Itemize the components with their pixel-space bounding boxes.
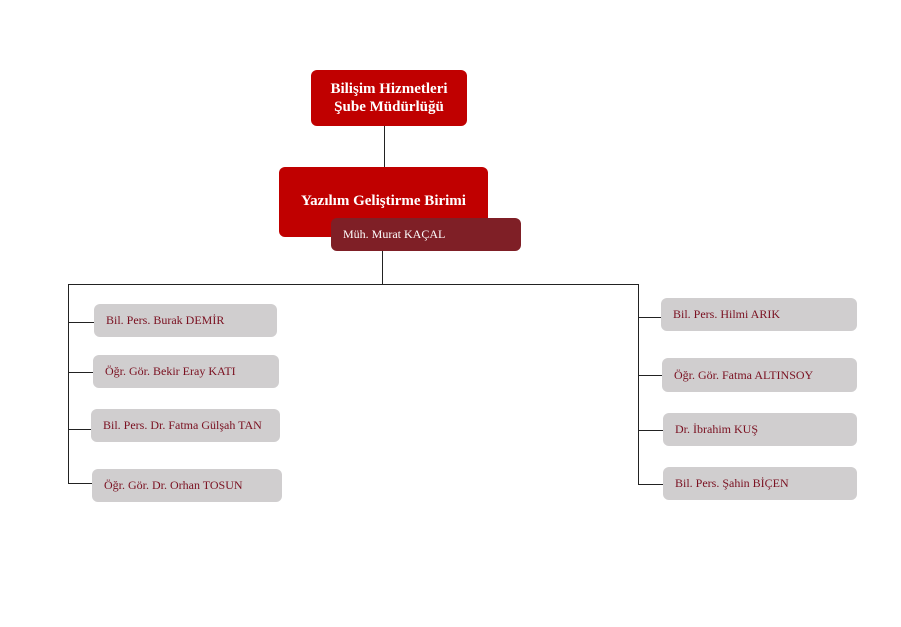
connector (638, 317, 661, 318)
staff-box: Bil. Pers. Şahin BİÇEN (663, 467, 857, 500)
connector (638, 430, 663, 431)
staff-box: Bil. Pers. Dr. Fatma Gülşah TAN (91, 409, 280, 442)
connector (68, 483, 92, 484)
connector (68, 322, 94, 323)
connector (68, 284, 638, 285)
staff-box: Dr. İbrahim KUŞ (663, 413, 857, 446)
staff-name: Öğr. Gör. Fatma ALTINSOY (674, 367, 814, 382)
manager-name: Müh. Murat KAÇAL (343, 227, 446, 241)
staff-box: Öğr. Gör. Dr. Orhan TOSUN (92, 469, 282, 502)
staff-box: Bil. Pers. Hilmi ARIK (661, 298, 857, 331)
staff-name: Bil. Pers. Dr. Fatma Gülşah TAN (103, 418, 262, 432)
unit-title: Yazılım Geliştirme Birimi (301, 193, 466, 209)
connector (382, 251, 383, 284)
connector (68, 284, 69, 484)
staff-name: Bil. Pers. Hilmi ARIK (673, 307, 781, 321)
manager-box: Müh. Murat KAÇAL (331, 218, 521, 251)
connector (638, 484, 663, 485)
staff-name: Öğr. Gör. Dr. Orhan TOSUN (104, 478, 243, 492)
staff-box: Öğr. Gör. Bekir Eray KATI (93, 355, 279, 388)
connector (638, 375, 662, 376)
staff-name: Öğr. Gör. Bekir Eray KATI (105, 364, 236, 378)
head-line2: Şube Müdürlüğü (334, 99, 444, 115)
connector (68, 372, 93, 373)
head-line1: Bilişim Hizmetleri (330, 81, 448, 97)
staff-box: Öğr. Gör. Fatma ALTINSOY (662, 358, 857, 392)
connector (638, 284, 639, 484)
connector (68, 429, 91, 430)
staff-name: Dr. İbrahim KUŞ (675, 422, 758, 436)
staff-box: Bil. Pers. Burak DEMİR (94, 304, 277, 337)
connector (384, 126, 385, 167)
staff-name: Bil. Pers. Şahin BİÇEN (675, 476, 789, 490)
staff-name: Bil. Pers. Burak DEMİR (106, 313, 225, 327)
